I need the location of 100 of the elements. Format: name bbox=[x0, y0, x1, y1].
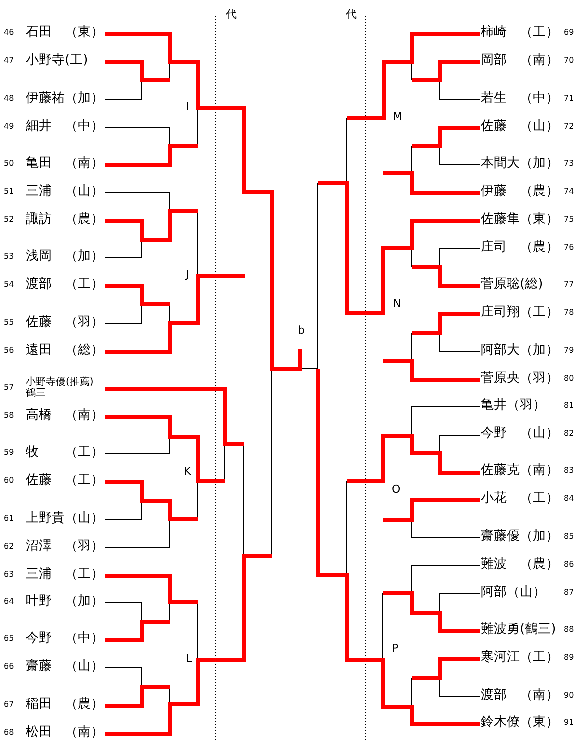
player-name: 松田 （南） bbox=[26, 726, 104, 740]
seed-number: 62 bbox=[4, 543, 14, 552]
player-name: 阿部大（加） bbox=[481, 344, 559, 358]
seed-number: 75 bbox=[564, 216, 574, 225]
player-name: 佐藤克（南） bbox=[481, 464, 559, 478]
seed-number: 83 bbox=[564, 467, 574, 476]
seed-number: 58 bbox=[4, 412, 14, 421]
player-name: 佐藤隼（東） bbox=[481, 213, 559, 228]
player-name: 高橋 （南） bbox=[26, 409, 104, 424]
seed-number: 57 bbox=[4, 384, 14, 393]
player-name: 稲田 （農） bbox=[26, 698, 104, 712]
seed-number: 84 bbox=[564, 495, 574, 504]
block-letter: N bbox=[393, 298, 402, 310]
seed-number: 89 bbox=[564, 654, 574, 663]
seed-number: 52 bbox=[4, 216, 14, 225]
seed-number: 87 bbox=[564, 589, 574, 598]
seed-number: 81 bbox=[564, 402, 574, 411]
player-name: 小野寺優(推薦) 鶴三 bbox=[26, 377, 95, 399]
player-name: 菅原央（羽） bbox=[481, 372, 559, 386]
seed-number: 47 bbox=[4, 57, 14, 66]
block-letter: L bbox=[186, 653, 192, 666]
player-name: 亀井（羽） bbox=[481, 399, 546, 414]
block-letter: M bbox=[393, 111, 402, 124]
seed-number: 82 bbox=[564, 430, 574, 439]
player-name: 若生 （中） bbox=[481, 92, 559, 106]
seed-number: 53 bbox=[4, 253, 14, 262]
block-letter: O bbox=[392, 484, 401, 496]
player-name: 石田 （東） bbox=[26, 26, 104, 40]
column-label: 代 bbox=[226, 9, 237, 22]
seed-number: 73 bbox=[564, 160, 574, 169]
seed-number: 69 bbox=[564, 29, 574, 38]
player-name: 庄司 （農） bbox=[481, 241, 559, 256]
seed-number: 59 bbox=[4, 449, 14, 458]
seed-number: 68 bbox=[4, 729, 14, 738]
seed-number: 70 bbox=[564, 57, 574, 66]
seed-number: 80 bbox=[564, 375, 574, 384]
seed-number: 72 bbox=[564, 123, 574, 132]
player-name: 三浦 （山） bbox=[26, 185, 104, 200]
seed-number: 67 bbox=[4, 701, 14, 710]
seed-number: 85 bbox=[564, 533, 574, 542]
player-name: 今野 （中） bbox=[26, 632, 104, 646]
seed-number: 76 bbox=[564, 244, 574, 253]
seed-number: 61 bbox=[4, 515, 14, 524]
player-name: 遠田 （総） bbox=[26, 344, 104, 358]
player-name: 諏訪 （農） bbox=[26, 213, 104, 228]
player-name: 小花 （工） bbox=[481, 492, 559, 506]
seed-number: 86 bbox=[564, 561, 574, 570]
seed-number: 66 bbox=[4, 663, 14, 672]
player-name: 今野 （山） bbox=[481, 427, 559, 442]
player-name: 岡部 （南） bbox=[481, 54, 559, 68]
seed-number: 60 bbox=[4, 477, 14, 486]
player-name: 佐藤 （工） bbox=[26, 474, 104, 488]
seed-number: 56 bbox=[4, 347, 14, 356]
player-name: 渡部 （工） bbox=[26, 278, 104, 292]
player-name: 上野貴（山） bbox=[26, 512, 104, 526]
player-name: 佐藤 （山） bbox=[481, 120, 559, 134]
player-name: 伊藤祐（加） bbox=[26, 92, 104, 106]
block-letter: J bbox=[186, 269, 190, 282]
block-letter: P bbox=[392, 643, 399, 656]
seed-number: 63 bbox=[4, 571, 14, 580]
seed-number: 79 bbox=[564, 347, 574, 356]
player-name: 本間大（加） bbox=[481, 157, 559, 172]
player-name: 庄司翔（工） bbox=[481, 306, 559, 320]
player-name: 難波 （農） bbox=[481, 558, 559, 572]
seed-number: 77 bbox=[564, 281, 574, 290]
player-name: 難波勇(鶴三) bbox=[481, 623, 556, 638]
seed-number: 88 bbox=[564, 626, 574, 635]
seed-number: 90 bbox=[564, 692, 574, 701]
seed-number: 64 bbox=[4, 598, 14, 607]
seed-number: 50 bbox=[4, 160, 14, 169]
player-name: 伊藤 （農） bbox=[481, 185, 559, 200]
player-name: 亀田 （南） bbox=[26, 157, 104, 172]
player-name: 小野寺(工) bbox=[26, 54, 88, 68]
seed-number: 71 bbox=[564, 95, 574, 104]
seed-number: 55 bbox=[4, 319, 14, 328]
seed-number: 48 bbox=[4, 95, 14, 104]
player-name: 柿崎 （工） bbox=[481, 26, 559, 40]
match-label: b bbox=[298, 325, 305, 338]
player-name: 細井 （中） bbox=[26, 120, 104, 134]
seed-number: 54 bbox=[4, 281, 14, 290]
block-letter: K bbox=[184, 466, 192, 478]
player-name: 渡部 （南） bbox=[481, 689, 559, 704]
seed-number: 74 bbox=[564, 188, 574, 197]
player-name: 沼澤 （羽） bbox=[26, 540, 104, 554]
player-name: 齋藤 （山） bbox=[26, 660, 104, 674]
player-name: 叶野 （加） bbox=[26, 595, 104, 610]
block-letter: I bbox=[186, 101, 190, 114]
seed-number: 49 bbox=[4, 123, 14, 132]
player-name: 菅原聡(総) bbox=[481, 278, 544, 292]
player-name: 佐藤 （羽） bbox=[26, 316, 104, 330]
seed-number: 78 bbox=[564, 309, 574, 318]
seed-number: 65 bbox=[4, 635, 14, 644]
player-name: 阿部（山） bbox=[481, 586, 546, 600]
column-label: 代 bbox=[346, 9, 357, 22]
seed-number: 51 bbox=[4, 188, 14, 197]
player-name: 三浦 （工） bbox=[26, 568, 104, 582]
player-name: 鈴木僚（東） bbox=[481, 716, 559, 730]
player-name: 寒河江（工） bbox=[481, 651, 559, 666]
seed-number: 91 bbox=[564, 719, 574, 728]
player-name: 浅岡 （加） bbox=[26, 250, 104, 264]
